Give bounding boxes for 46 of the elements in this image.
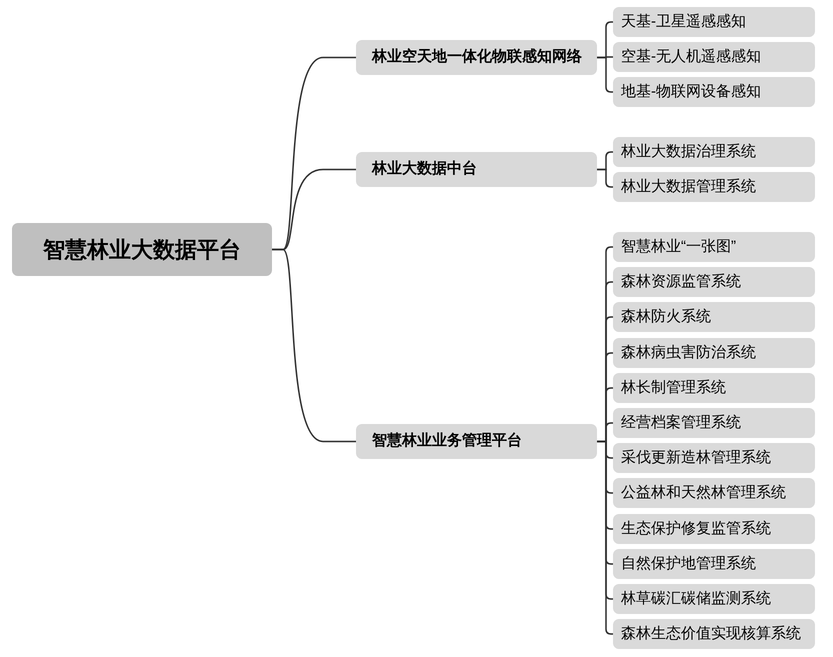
branch-topic [356,152,597,187]
connector-line [597,56,613,93]
subtopic [613,619,815,649]
branch-topic [356,424,597,459]
subtopic [613,549,815,579]
topic-text: 生态保护修复监管系统 [621,518,771,539]
topic-text: 林业大数据管理系统 [621,176,756,197]
branch-topic [356,40,597,75]
topic-text: 空基-无人机遥感感知 [621,46,761,67]
subtopic [613,232,815,262]
topic-text: 智慧林业“一张图” [621,236,736,257]
topic-text: 森林资源监管系统 [621,272,741,292]
topic-text: 自然保护地管理系统 [621,554,756,574]
subtopic [613,267,815,297]
subtopic [613,408,815,438]
topic-text: 森林病虫害防治系统 [621,342,756,363]
topic-text: 智慧林业大数据平台 [43,236,241,264]
central-topic [12,223,272,276]
connector-line [597,440,613,635]
topic-text: 林草碳汇碳储监测系统 [621,588,771,609]
subtopic [613,443,815,473]
topic-text: 经营档案管理系统 [621,412,741,433]
connector-line [272,248,356,442]
topic-text: 地基-物联网设备感知 [621,82,761,102]
subtopic [613,478,815,508]
topic-text: 林业大数据治理系统 [621,142,756,162]
subtopic [613,514,815,544]
topic-text: 林长制管理系统 [621,378,726,398]
topic-text: 采伐更新造林管理系统 [621,448,771,468]
subtopic [613,373,815,403]
connector-line [597,168,613,188]
subtopic [613,584,815,614]
topic-text: 林业空天地一体化物联感知网络 [372,47,582,68]
subtopic [613,77,815,107]
topic-text: 森林生态价值实现核算系统 [621,624,801,644]
subtopic [613,172,815,202]
topic-text: 天基-卫星遥感感知 [621,12,746,32]
subtopic [613,137,815,167]
subtopic [613,7,815,37]
topic-text: 智慧林业业务管理平台 [372,431,522,452]
topic-text: 公益林和天然林管理系统 [621,482,786,503]
subtopic [613,338,815,368]
subtopic [613,42,815,72]
topic-text: 森林防火系统 [621,306,711,327]
subtopic [613,302,815,332]
topic-text: 林业大数据中台 [372,159,477,180]
